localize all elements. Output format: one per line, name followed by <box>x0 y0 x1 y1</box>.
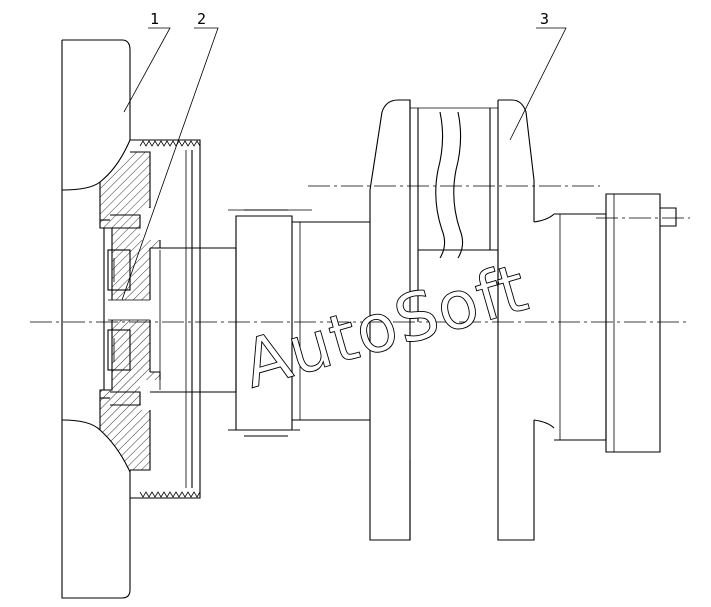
leader-lines <box>121 27 567 301</box>
part-1-pulley-hub <box>61 39 201 599</box>
callout-1-label: 1 <box>150 10 159 28</box>
callout-2-label: 2 <box>197 10 206 28</box>
callout-3-label: 3 <box>540 10 549 28</box>
watermark-text: AutoSoft <box>235 249 536 403</box>
part-2-bushing <box>103 228 150 390</box>
rear-journal <box>554 193 677 453</box>
part-3-crank-web <box>369 99 555 541</box>
centre-lines <box>30 185 690 431</box>
hub-section-bottom <box>99 320 161 471</box>
front-journal <box>150 209 371 437</box>
